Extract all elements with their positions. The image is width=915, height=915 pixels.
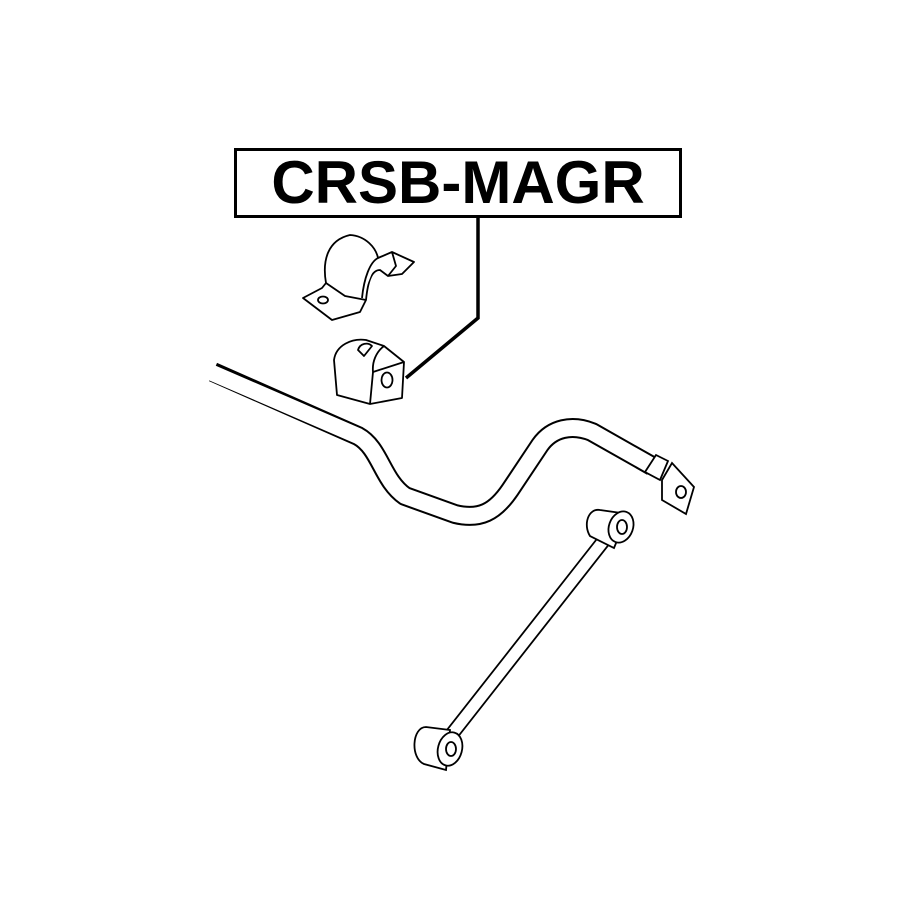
part-number-text: CRSB-MAGR — [271, 149, 645, 216]
leader-line — [404, 218, 480, 380]
stabilizer-bushing-icon — [333, 338, 405, 405]
part-number-label: CRSB-MAGR — [234, 148, 682, 218]
stabilizer-bar-icon — [206, 362, 696, 526]
stabilizer-link-icon — [413, 509, 635, 772]
bracket-icon — [302, 234, 415, 321]
